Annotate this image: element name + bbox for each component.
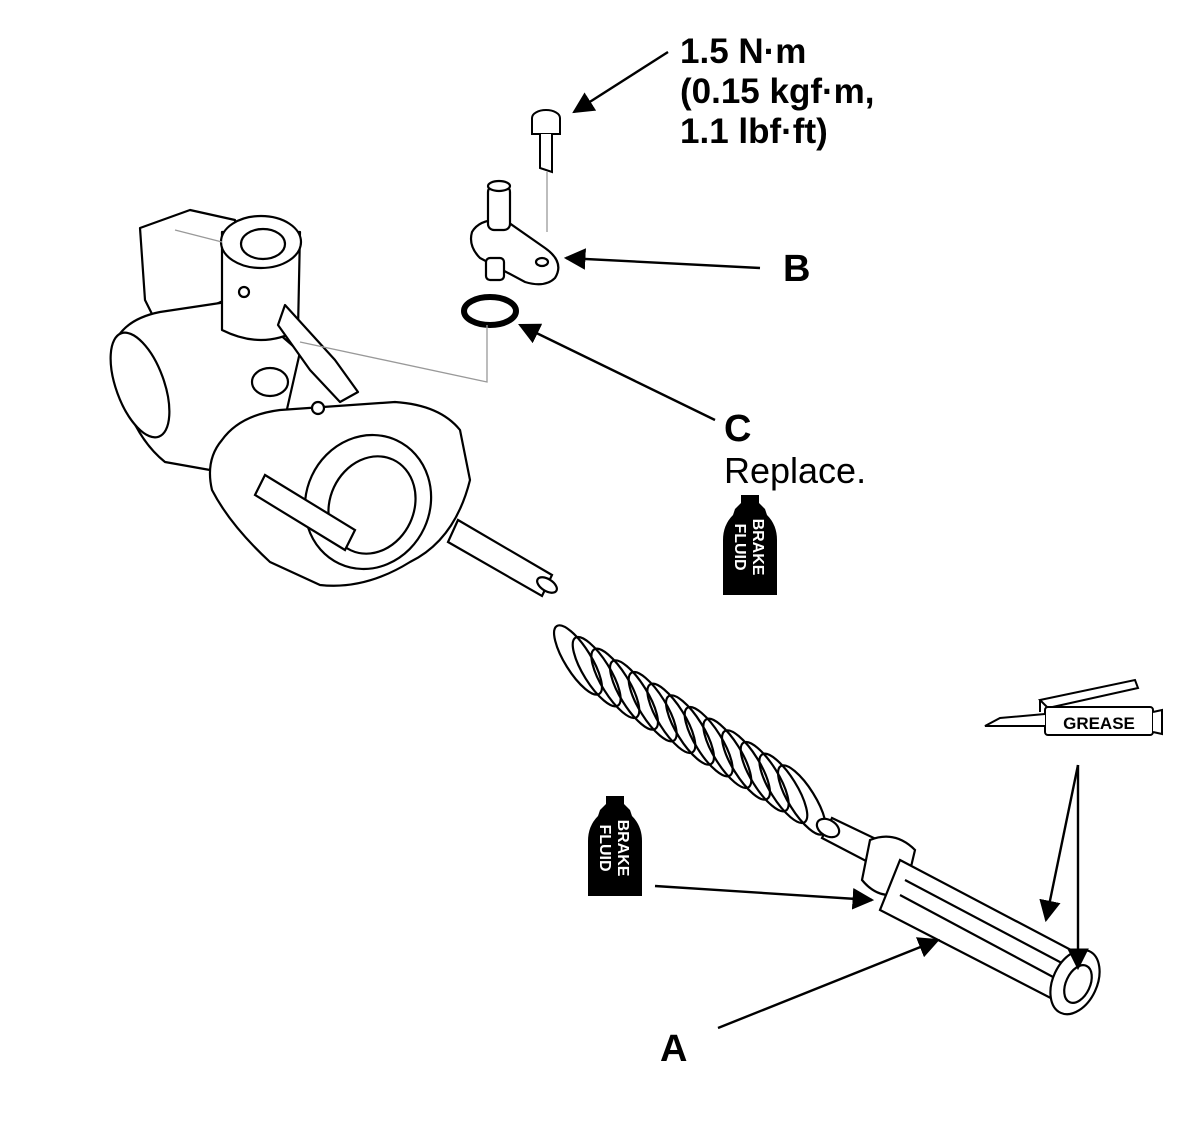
spring-coil [702, 717, 753, 790]
brake-fluid-icon: BRAKE FLUID [588, 796, 642, 896]
spring-coil [553, 624, 603, 696]
leader-arrows [518, 50, 1089, 1030]
spring-coil [590, 647, 641, 720]
o-ring-c [461, 294, 519, 328]
arrow-brake-fluid-piston [654, 884, 875, 910]
brake-fluid-icon: BRAKE FLUID [723, 495, 777, 595]
bolt [531, 109, 561, 174]
alignment-lines [174, 172, 548, 383]
cylinder-body [109, 208, 472, 587]
spring-coil [721, 729, 771, 801]
piston-a [815, 816, 1101, 1016]
arrow-b [563, 248, 761, 270]
arrow-c [518, 323, 716, 422]
arrow-torque [572, 50, 669, 114]
spring-coil [609, 659, 659, 731]
spring [553, 624, 827, 836]
label-a: A [660, 1028, 688, 1070]
torque-line-3: 1.1 lbf·ft) [680, 112, 828, 151]
svg-text:FLUID: FLUID [731, 523, 748, 570]
spring-coil [683, 705, 734, 778]
spring-coil [758, 752, 809, 825]
grease-gun-icon: GREASE [984, 678, 1163, 736]
arrow-grease-1 [1039, 764, 1080, 923]
label-c: C [724, 408, 752, 450]
torque-line-1: 1.5 N·m [680, 32, 807, 71]
arrow-a [717, 937, 941, 1030]
svg-text:FLUID: FLUID [596, 824, 613, 871]
torque-line-2: (0.15 kgf·m, [680, 72, 875, 111]
spring-coil [665, 694, 715, 766]
svg-text:BRAKE: BRAKE [614, 820, 631, 877]
mounting-studs [253, 473, 558, 598]
svg-text:BRAKE: BRAKE [749, 519, 766, 576]
torque-spec: 1.5 N·m (0.15 kgf·m, 1.1 lbf·ft) [680, 32, 875, 152]
label-b: B [783, 248, 811, 290]
label-c-note: Replace. [724, 450, 867, 491]
spring-coil [739, 740, 790, 813]
hose-joint-b [469, 179, 560, 286]
spring-coil [646, 682, 697, 755]
svg-text:GREASE: GREASE [1063, 714, 1135, 733]
spring-coil [627, 670, 678, 743]
spring-coil [571, 635, 622, 708]
